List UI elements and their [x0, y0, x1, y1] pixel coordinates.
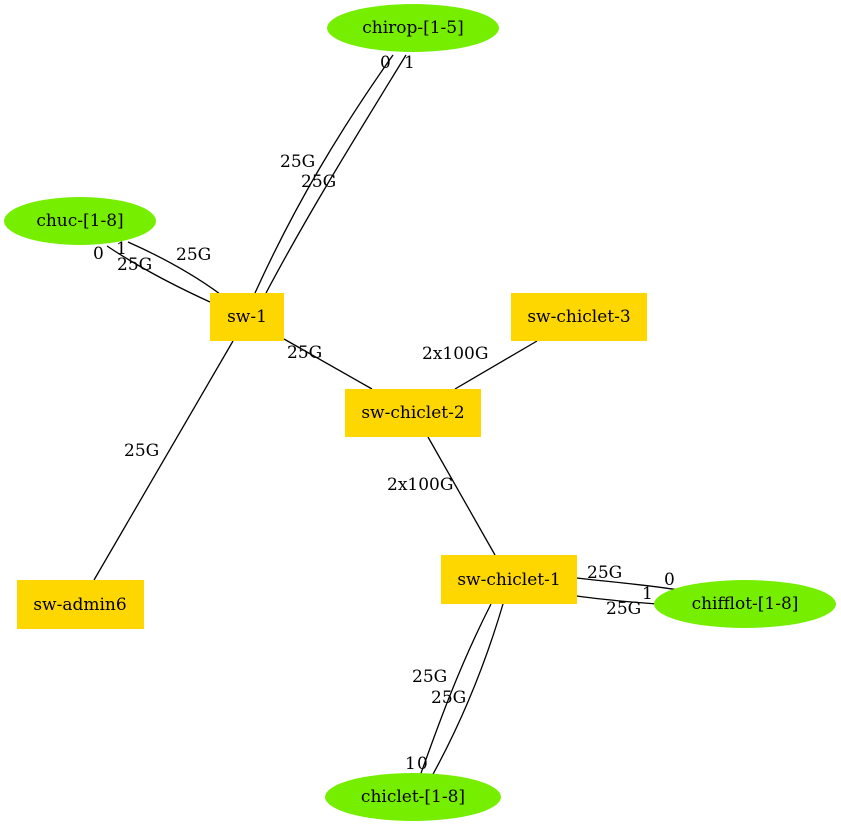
node-sw-chiclet-1[interactable]: sw-chiclet-1: [441, 555, 577, 604]
node-label: chuc-[1-8]: [36, 211, 123, 231]
edge-sw1-chirop-0: [254, 54, 394, 294]
node-label: sw-chiclet-2: [361, 403, 464, 423]
switch-shape: [441, 555, 577, 604]
edge-sw1-chuc-0: [106, 245, 211, 303]
node-label: chifflot-[1-8]: [692, 594, 799, 614]
port-label: 1: [405, 754, 416, 774]
edge-label: 25G: [412, 667, 447, 687]
edge-label: 25G: [287, 343, 322, 363]
node-chiclet[interactable]: chiclet-[1-8]: [325, 773, 501, 821]
node-label: sw-1: [227, 307, 267, 327]
edge-label: 25G: [301, 172, 336, 192]
edge-sw-chiclet-1-chiclet-1: [419, 603, 492, 777]
node-label: chiclet-[1-8]: [361, 787, 465, 807]
edge-sw1-sw-admin6: [93, 340, 234, 581]
port-label: 0: [664, 570, 675, 590]
nodes: chirop-[1-5] chuc-[1-8] sw-1 sw-chiclet-…: [4, 4, 836, 821]
switch-shape: [210, 293, 284, 341]
switch-shape: [511, 293, 647, 341]
node-chirop[interactable]: chirop-[1-5]: [327, 4, 499, 52]
edge-sw-chiclet-3-sw-chiclet-2: [454, 340, 538, 390]
node-label: sw-admin6: [33, 595, 126, 615]
edge-label: 2x100G: [422, 344, 488, 364]
node-chifflot[interactable]: chifflot-[1-8]: [654, 580, 836, 628]
host-shape: [4, 197, 156, 245]
node-sw-admin6[interactable]: sw-admin6: [17, 580, 144, 629]
edge-label: 25G: [587, 563, 622, 583]
node-sw-chiclet-2[interactable]: sw-chiclet-2: [345, 389, 481, 437]
switch-shape: [17, 580, 144, 629]
port-label: 1: [642, 584, 653, 604]
edge-sw-chiclet-1-chifflot-1: [576, 595, 658, 605]
port-labels: 0 1 0 1 0 1 1 0: [93, 53, 675, 774]
node-sw-1[interactable]: sw-1: [210, 293, 284, 341]
edge-label: 25G: [431, 688, 466, 708]
port-label: 1: [404, 53, 415, 73]
edge-label: 2x100G: [387, 475, 453, 495]
port-label: 0: [380, 53, 391, 73]
edge-labels: 25G 25G 25G 25G 25G 25G 2x100G 2x100G 25…: [117, 152, 641, 708]
edge-sw-chiclet-1-chiclet-0: [431, 603, 504, 777]
node-label: sw-chiclet-1: [457, 570, 560, 590]
port-label: 0: [417, 754, 428, 774]
edges: [93, 54, 686, 777]
edge-label: 25G: [176, 245, 211, 265]
edge-label: 25G: [606, 599, 641, 619]
switch-shape: [345, 389, 481, 437]
edge-label: 25G: [280, 152, 315, 172]
edge-sw1-sw-chiclet-2: [283, 338, 373, 390]
edge-label: 25G: [117, 255, 152, 275]
node-chuc[interactable]: chuc-[1-8]: [4, 197, 156, 245]
node-sw-chiclet-3[interactable]: sw-chiclet-3: [511, 293, 647, 341]
port-label: 0: [93, 244, 104, 264]
node-label: sw-chiclet-3: [527, 307, 630, 327]
host-shape: [325, 773, 501, 821]
edge-sw1-chirop-1: [265, 54, 407, 294]
edge-sw1-chuc-1: [127, 241, 221, 295]
node-label: chirop-[1-5]: [362, 18, 464, 38]
edge-label: 25G: [124, 441, 159, 461]
host-shape: [654, 580, 836, 628]
host-shape: [327, 4, 499, 52]
edge-sw-chiclet-2-sw-chiclet-1: [427, 436, 496, 556]
port-label: 1: [116, 239, 127, 259]
